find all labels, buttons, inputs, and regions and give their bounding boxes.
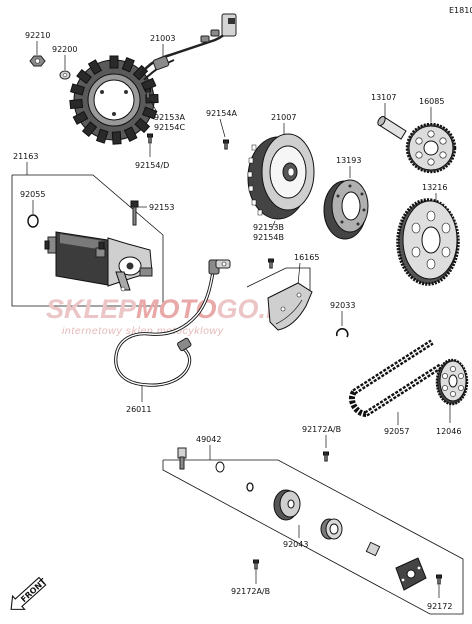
label-49042: 49042 (196, 435, 221, 444)
circlip-part-92033 (335, 328, 349, 338)
clutch-part-13193 (323, 179, 369, 240)
label-21007: 21007 (271, 113, 296, 122)
gear-part-16085 (405, 122, 457, 174)
label-92200: 92200 (52, 45, 77, 54)
label-92043: 92043 (283, 540, 308, 549)
label-92055: 92055 (20, 190, 45, 199)
label-92153: 92153 (149, 203, 174, 212)
label-92172AB-top: 92172A/B (302, 425, 341, 434)
bolt-part-92153 (130, 200, 139, 226)
label-92153B: 92153B (253, 223, 284, 232)
label-92033: 92033 (330, 301, 355, 310)
label-12046: 12046 (436, 427, 461, 436)
watermark-brand-c: GO (217, 294, 259, 324)
stator-part-21003 (69, 13, 237, 145)
label-92154B: 92154B (253, 233, 284, 242)
gear-assembly-part-49042 (177, 447, 427, 591)
label-16165: 16165 (294, 253, 319, 262)
nut-part-92210 (29, 55, 46, 67)
watermark-brand-a: SKLEP (46, 294, 137, 324)
o-ring-part-92055 (27, 214, 39, 228)
label-92057: 92057 (384, 427, 409, 436)
cable-part-26011 (114, 259, 231, 387)
label-13107: 13107 (371, 93, 396, 102)
svg-text:SKLEPMOTOGO.PL: SKLEPMOTOGO.PL (46, 294, 301, 324)
front-arrow-icon: FRONT (10, 577, 48, 610)
label-92172AB-bottom: 92172A/B (231, 587, 270, 596)
sprocket-part-12046 (435, 358, 469, 406)
label-92154C: 92154C (154, 123, 185, 132)
label-21003: 21003 (150, 34, 175, 43)
label-92153A: 92153A (154, 113, 185, 122)
label-92154D: 92154/D (135, 161, 169, 170)
starter-motor-part-21163 (44, 231, 153, 292)
rotor-part-21007 (247, 133, 315, 220)
label-26011: 26011 (126, 405, 151, 414)
label-92210: 92210 (25, 31, 50, 40)
label-13216: 13216 (422, 183, 447, 192)
gear-part-13216 (396, 198, 460, 286)
shaft-part-13107 (377, 115, 407, 140)
washer-part-92200 (59, 70, 71, 80)
label-13193: 13193 (336, 156, 361, 165)
cover-part-16165 (246, 267, 313, 331)
diagram-code: E1810 (449, 6, 472, 15)
watermark-brand-b: MOTO (136, 294, 217, 324)
label-16085: 16085 (419, 97, 444, 106)
front-label: FRONT (19, 577, 48, 605)
label-21163: 21163 (13, 152, 38, 161)
label-92154A: 92154A (206, 109, 237, 118)
label-92172: 92172 (427, 602, 452, 611)
chain-part-92057 (348, 339, 443, 417)
